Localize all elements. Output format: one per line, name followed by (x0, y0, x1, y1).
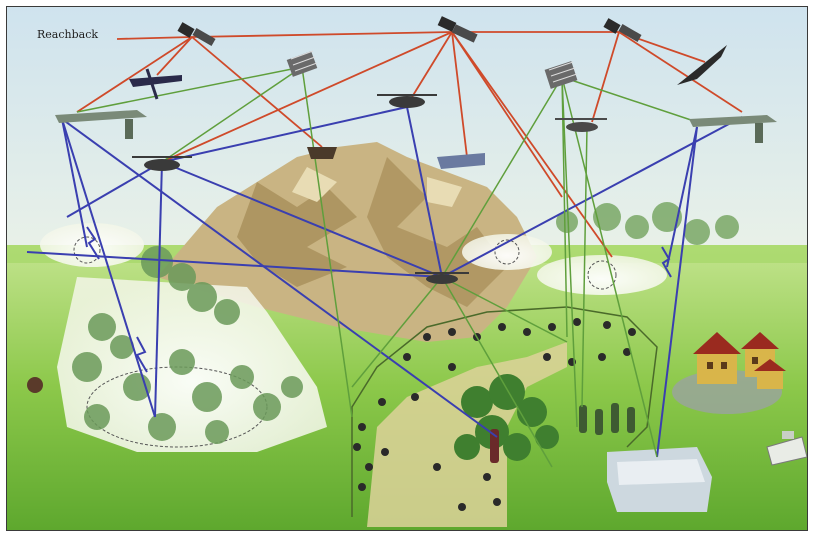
reachback-label: Reachback (37, 28, 98, 41)
ground-units (353, 318, 636, 511)
outpost-left (27, 377, 43, 393)
helicopter-ground (415, 272, 469, 284)
ring-left (73, 236, 101, 264)
satellite-left (177, 22, 216, 46)
command-post (607, 447, 712, 512)
village (672, 332, 786, 414)
armored-vehicle (766, 431, 807, 466)
forest-right (556, 202, 739, 245)
ring-center (494, 239, 520, 265)
patrol-route (351, 306, 658, 517)
helicopter-right (555, 118, 607, 132)
awacs-left (55, 110, 147, 139)
awacs-right (689, 115, 777, 143)
ring-right (587, 260, 617, 290)
links-green (76, 66, 698, 468)
relay-satellite-right (544, 61, 578, 89)
mountain (157, 142, 537, 342)
satellite-center (437, 16, 478, 43)
helicopter-center (377, 94, 437, 108)
jet-right (677, 45, 727, 85)
sensor-cone-left-top (40, 223, 144, 267)
hq-soldier (490, 429, 499, 463)
uav-left (129, 68, 182, 100)
sensor-cone-center-right (462, 234, 552, 270)
helicopter-left (132, 156, 192, 171)
network-scene: Reachback (7, 7, 807, 530)
relay-satellite-left (286, 50, 318, 77)
lightning-bolts (86, 226, 672, 373)
soldiers (579, 403, 635, 435)
links-blue (26, 106, 743, 458)
diagram-frame: Reachback (6, 6, 808, 531)
drone-center (437, 153, 485, 169)
uav-mountain (307, 147, 337, 159)
satellite-right (603, 18, 642, 42)
